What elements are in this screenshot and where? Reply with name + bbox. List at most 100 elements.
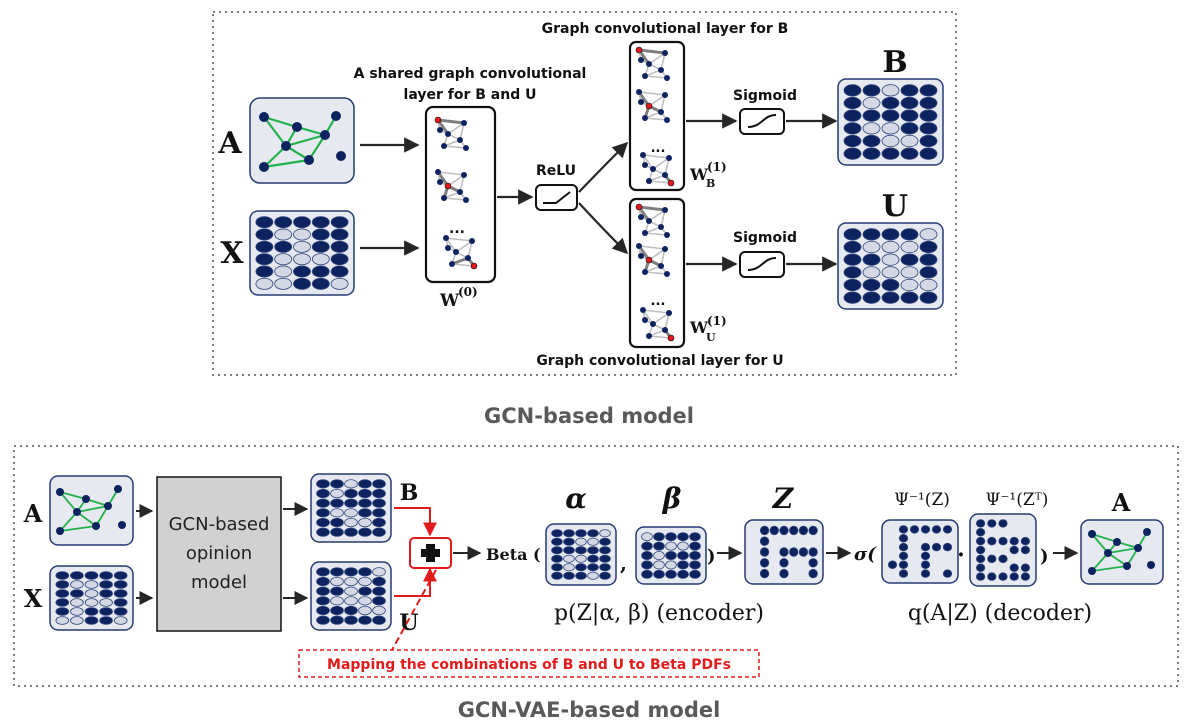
relu-activation-box bbox=[535, 184, 578, 211]
matrix-cell bbox=[931, 542, 942, 552]
matrix-cell bbox=[843, 96, 862, 110]
red-arrow-u-to-plus bbox=[394, 567, 437, 597]
matrix-cell bbox=[998, 554, 1008, 564]
matrix-cell bbox=[919, 109, 938, 122]
matrix-cell bbox=[898, 569, 909, 578]
matrix-cell bbox=[344, 479, 358, 489]
mini-graph-edge bbox=[447, 122, 465, 135]
matrix-cell bbox=[677, 541, 689, 551]
matrix-cell bbox=[900, 147, 919, 160]
mini-graph-edge bbox=[451, 263, 475, 267]
mini-graph-node bbox=[646, 333, 652, 339]
matrix-cell bbox=[779, 568, 789, 579]
matrix-cell bbox=[255, 277, 274, 290]
matrix-cell bbox=[881, 96, 900, 110]
top-output-matrix-b bbox=[837, 78, 944, 166]
matrix-cell bbox=[330, 576, 344, 587]
matrix-cell bbox=[330, 479, 344, 489]
matrix-cell bbox=[551, 537, 563, 546]
matrix-cell bbox=[862, 84, 881, 97]
mini-graph-node bbox=[646, 218, 652, 224]
matrix-cell bbox=[862, 278, 881, 292]
mini-graph-node bbox=[638, 214, 644, 220]
mini-graph-edge bbox=[644, 271, 668, 275]
matrix-cell bbox=[563, 563, 575, 572]
matrix-cell bbox=[881, 291, 900, 304]
mini-graph-node bbox=[437, 179, 443, 185]
matrix-cell bbox=[563, 571, 575, 580]
matrix-cell bbox=[372, 576, 386, 587]
top-input-x-label: X bbox=[220, 236, 244, 271]
matrix-cell bbox=[344, 488, 358, 499]
mini-graph-node bbox=[457, 189, 463, 195]
matrix-cell bbox=[358, 605, 372, 616]
matrix-cell bbox=[330, 605, 344, 616]
matrix-cell bbox=[862, 109, 881, 122]
matrix-cell bbox=[84, 589, 99, 598]
mini-graph-edge bbox=[638, 205, 666, 212]
matrix-cell bbox=[99, 580, 113, 589]
matrix-cell bbox=[358, 576, 372, 587]
matrix-cell bbox=[808, 547, 818, 557]
matrix-cell bbox=[330, 216, 349, 229]
mini-graph-edge bbox=[437, 118, 465, 125]
sigmoid-u-label: Sigmoid bbox=[733, 230, 797, 246]
matrix-cell bbox=[920, 560, 931, 569]
gcn-vae-model-title: GCN-VAE-based model bbox=[458, 698, 721, 722]
matrix-cell bbox=[563, 529, 575, 538]
matrix-cell bbox=[843, 278, 862, 292]
matrix-cell bbox=[70, 580, 84, 589]
matrix-cell bbox=[316, 576, 330, 587]
matrix-cell bbox=[898, 542, 909, 552]
matrix-cell bbox=[575, 571, 587, 580]
svg-text:B: B bbox=[706, 177, 715, 190]
mini-graph-node bbox=[453, 249, 459, 255]
matrix-cell bbox=[358, 488, 372, 499]
matrix-cell bbox=[344, 508, 358, 518]
reconstructed-graph-a-panel bbox=[1080, 519, 1164, 585]
matrix-cell bbox=[551, 529, 563, 538]
layer-b-ellipsis: ... bbox=[651, 141, 666, 156]
matrix-cell bbox=[372, 596, 386, 606]
matrix-cell bbox=[599, 563, 611, 572]
matrix-cell bbox=[55, 589, 70, 598]
matrix-cell bbox=[344, 576, 358, 587]
psi-inverse-z-label: Ψ⁻¹(Z) bbox=[894, 490, 950, 510]
mini-graph-node bbox=[667, 334, 675, 342]
matrix-cell bbox=[843, 266, 862, 279]
matrix-cell bbox=[99, 616, 113, 625]
gcn-box-line2: opinion bbox=[186, 543, 252, 564]
mini-graph-node bbox=[437, 127, 443, 133]
matrix-cell bbox=[898, 560, 909, 569]
alpha-beta-comma: , bbox=[620, 551, 627, 575]
gcn-opinion-model-box: GCN-based opinion model bbox=[156, 476, 282, 632]
matrix-cell bbox=[587, 554, 599, 563]
matrix-cell bbox=[575, 546, 587, 555]
mini-graph-edge bbox=[437, 171, 465, 176]
decoder-label: q(A|Z) (decoder) bbox=[908, 601, 1092, 626]
matrix-cell bbox=[759, 547, 770, 557]
matrix-cell bbox=[900, 253, 919, 266]
matrix-cell bbox=[665, 551, 677, 561]
matrix-cell bbox=[551, 563, 563, 572]
matrix-cell bbox=[798, 547, 809, 557]
matrix-cell bbox=[316, 498, 330, 508]
mini-graph-node bbox=[638, 57, 644, 63]
matrix-cell bbox=[344, 517, 358, 528]
matrix-cell bbox=[113, 607, 128, 616]
bottom-input-x-label: X bbox=[24, 584, 43, 613]
matrix-cell bbox=[563, 537, 575, 546]
mini-graph-edge bbox=[638, 48, 666, 55]
matrix-cell bbox=[575, 537, 587, 546]
z-symbol: Z bbox=[772, 482, 795, 515]
matrix-cell bbox=[311, 228, 330, 241]
matrix-cell bbox=[344, 605, 358, 616]
matrix-cell bbox=[70, 598, 84, 607]
matrix-cell bbox=[358, 508, 372, 518]
matrix-cell bbox=[344, 615, 358, 625]
matrix-cell bbox=[1020, 563, 1031, 572]
matrix-cell bbox=[843, 228, 862, 241]
matrix-cell bbox=[316, 605, 330, 616]
alpha-symbol: α bbox=[565, 482, 587, 515]
